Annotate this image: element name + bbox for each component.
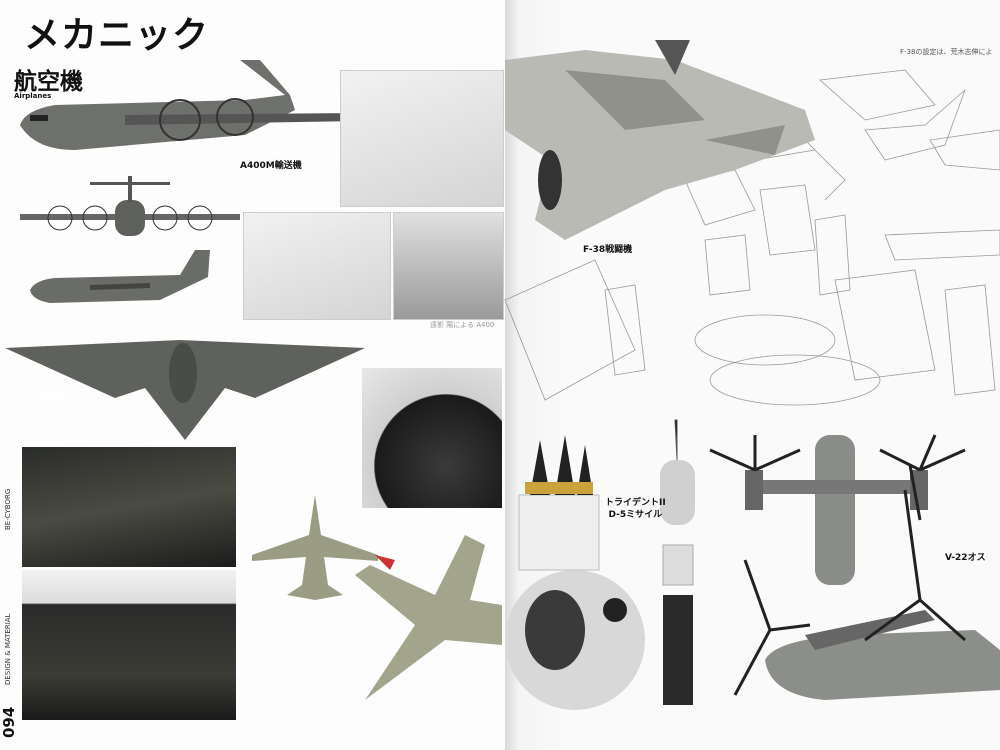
interior-render-2 [393,212,504,320]
f38-caption: F-38の設定は、荒木志伸によ [900,48,993,56]
spine-text-1: DESIGN & MATERIAL [4,613,12,686]
page-title: メカニック [24,15,210,56]
trident-label: トライデントII D-5ミサイル [605,497,666,521]
trident-label-line1: トライデントII [605,498,666,508]
section-title-en: Airplanes [14,92,52,100]
f38-label: F-38戦闘機 [583,245,633,255]
v22-label: V-22オス [945,553,986,563]
render-caption: 遠影 陽による A400 [430,321,495,329]
right-page: F-38戦闘機 F-38の設定は、荒木志伸によ トライデントII D-5ミサイル… [504,0,1000,750]
trident-label-line2: D-5ミサイル [608,510,663,520]
b2-illustration [5,340,365,440]
f38-illustration [505,40,815,240]
left-page: メカニック 航空機 Airplanes A400M輸送機 遠影 陽による A40… [0,15,504,738]
b2-label: B-2爆撃機 [22,391,66,401]
trident-missile-illustration [505,419,695,710]
v22-top-view [709,434,966,585]
fighter-jet-perspective [355,535,502,700]
a400m-illustration [20,60,360,150]
section-title: 航空機 [14,69,83,95]
cockpit-photo [362,368,502,508]
a400m-side-view [30,250,210,303]
cockpit-render-1 [22,447,236,567]
fighter-jet-top-view [252,495,378,600]
f38-concept-sketches [504,69,1000,406]
page-number: 094 [0,706,18,738]
a400m-interior-render [340,70,504,207]
a400m-label: A400M輸送機 [240,161,302,171]
v22-perspective [733,464,1000,700]
a400m-front-view [20,176,240,236]
spine-text-2: BE-CYBORG [4,488,12,530]
interior-render-1 [243,212,391,320]
cockpit-render-2 [22,570,236,720]
